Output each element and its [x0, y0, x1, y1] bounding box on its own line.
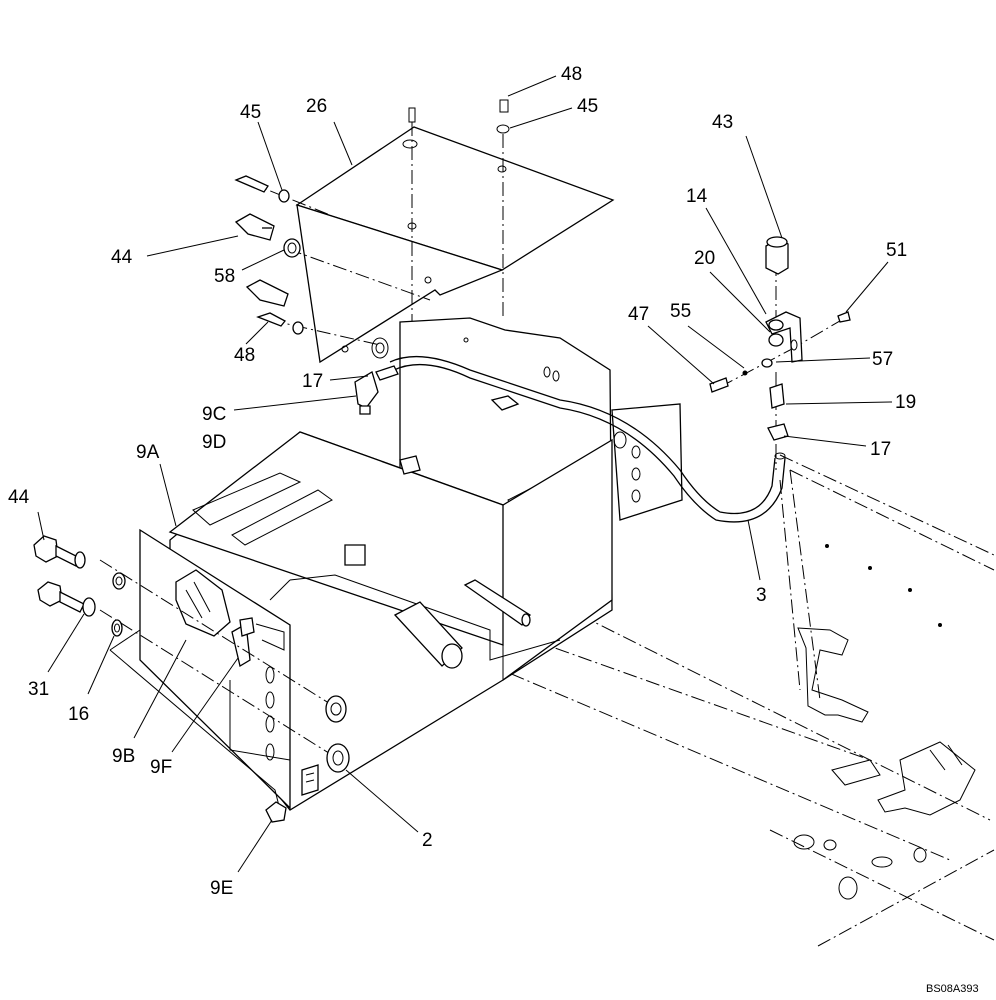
callout-48-top: 48 [561, 64, 582, 85]
callout-9c: 9C [202, 404, 226, 425]
callout-17-right: 17 [870, 439, 891, 460]
callout-2: 2 [422, 830, 433, 851]
callout-9a: 9A [136, 442, 160, 463]
callout-26: 26 [306, 96, 327, 117]
callout-57: 57 [872, 349, 893, 370]
callout-9d: 9D [202, 432, 226, 453]
callout-9e: 9E [210, 878, 233, 899]
front-bolts [33, 535, 350, 773]
callout-14: 14 [686, 186, 708, 207]
leader-lines [37, 75, 893, 873]
callout-17-left: 17 [302, 371, 323, 392]
battery-box [109, 317, 683, 823]
callout-55: 55 [670, 301, 691, 322]
callout-19: 19 [895, 392, 916, 413]
callout-9b: 9B [112, 746, 135, 767]
callout-51: 51 [886, 240, 907, 261]
callout-45-top: 45 [577, 96, 598, 117]
callout-43: 43 [712, 112, 733, 133]
callout-47: 47 [628, 304, 649, 325]
cover-plate [295, 99, 615, 364]
callout-58: 58 [214, 266, 235, 287]
callout-20: 20 [694, 248, 715, 269]
callout-45-left: 45 [240, 102, 261, 123]
callout-31: 31 [28, 679, 49, 700]
callout-44-lower: 44 [8, 487, 30, 508]
breather-bracket [709, 236, 851, 470]
disconnect-switch [175, 569, 285, 668]
drawing-reference-number: BS08A393 [926, 983, 979, 995]
callout-44-upper: 44 [111, 247, 133, 268]
callout-48-mid: 48 [234, 345, 255, 366]
callout-9f: 9F [150, 757, 172, 778]
callout-16: 16 [68, 704, 89, 725]
callout-labels: 48 45 26 45 43 14 20 51 44 58 48 47 55 5… [8, 64, 979, 995]
callout-3: 3 [756, 585, 767, 606]
cover-fasteners [234, 175, 304, 335]
vent-hose [354, 355, 786, 523]
